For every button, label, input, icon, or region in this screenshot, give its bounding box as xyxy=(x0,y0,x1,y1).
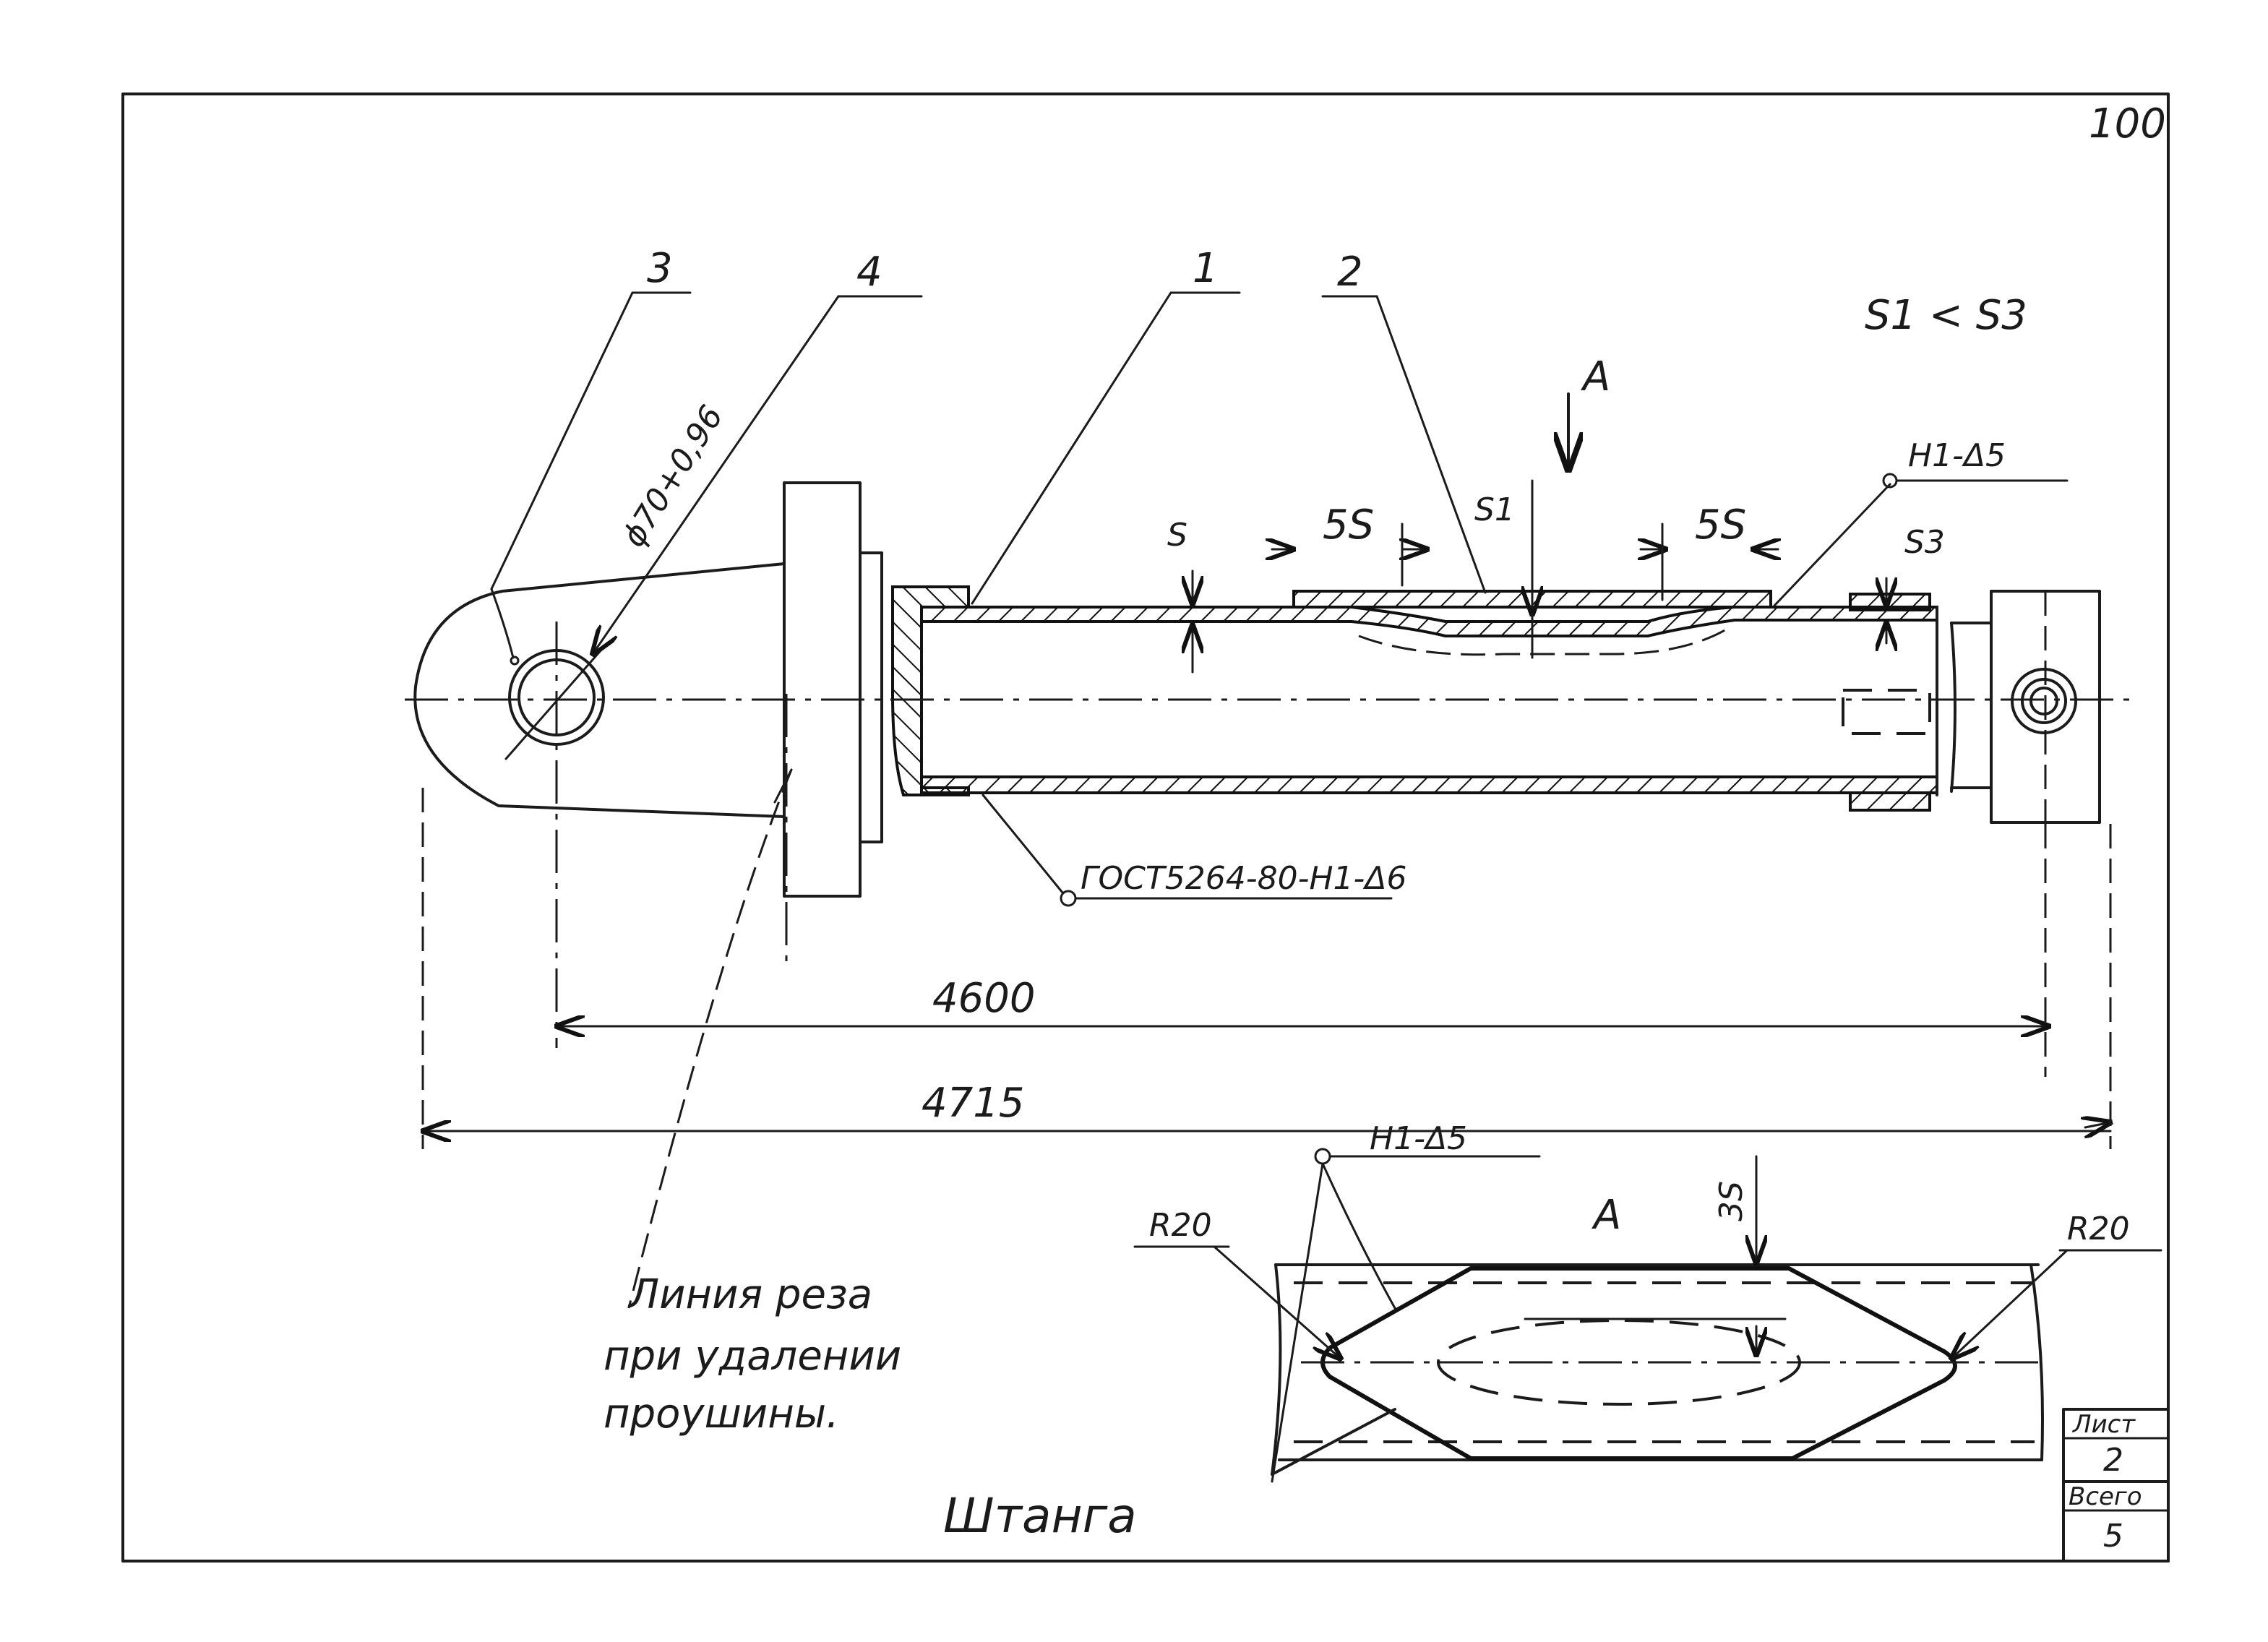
note-line-1: Линия реза xyxy=(627,1271,872,1318)
weld-bottom-callout: ГОСТ5264-80-Н1-Δ6 xyxy=(981,794,1407,907)
dim-4715: 4715 xyxy=(423,788,2110,1149)
sheet-value: 2 xyxy=(2103,1442,2123,1479)
callout-1-label: 1 xyxy=(1193,245,1219,292)
note-line-2: при удалении xyxy=(603,1333,901,1380)
pipe-bottom-wall xyxy=(920,775,1938,794)
dim-4600: 4600 xyxy=(557,824,2049,1077)
rod-end-bore xyxy=(2011,668,2077,734)
title-block: Лист 2 Всего 5 xyxy=(2062,1408,2170,1563)
total-value: 5 xyxy=(2103,1518,2123,1555)
bottom-collar xyxy=(1849,791,1931,812)
dim-4715-label: 4715 xyxy=(922,1080,1025,1127)
end-cap xyxy=(891,585,970,796)
condition-note: S1 < S3 xyxy=(1865,292,2027,339)
pipe-top-wall xyxy=(920,606,1938,637)
radius-left: R20 xyxy=(1133,1207,1341,1359)
callout-1: 1 xyxy=(971,245,1241,605)
total-label: Всего xyxy=(2069,1482,2142,1511)
dim-thickness-s: S xyxy=(1167,517,1193,674)
dim-thickness-s1-label: S1 xyxy=(1474,491,1515,528)
note-line-3: проушины. xyxy=(603,1390,839,1437)
weld-top-callout: Н1-Δ5 xyxy=(1773,437,2069,607)
weld-detail-callout: Н1-Δ5 xyxy=(1271,1120,1541,1483)
dim-overlap-left: 5S xyxy=(1272,502,1427,587)
flange xyxy=(783,481,862,898)
thinned-zone xyxy=(1358,627,1728,656)
dim-overlap-right-label: 5S xyxy=(1695,502,1746,549)
view-a-arrow: A xyxy=(1568,353,1610,470)
drawing-title: Штанга xyxy=(943,1488,1137,1544)
radius-right: R20 xyxy=(1951,1211,2162,1359)
callout-3: 3 xyxy=(490,245,692,666)
weld-top-label: Н1-Δ5 xyxy=(1908,437,2006,474)
dim-detail-3s-label: 3S xyxy=(1713,1181,1750,1221)
view-a-label: A xyxy=(1581,353,1610,400)
dim-4600-label: 4600 xyxy=(932,975,1036,1022)
dim-thickness-s3-label: S3 xyxy=(1904,524,1945,561)
hole-diameter-label: ϕ70+0,96 xyxy=(615,399,731,553)
callout-3-label: 3 xyxy=(647,245,673,292)
callout-4: 4 xyxy=(593,249,923,654)
callout-2: 2 xyxy=(1321,249,1487,594)
dim-thickness-s-label: S xyxy=(1167,517,1187,554)
sheet-number: 100 xyxy=(2089,100,2166,147)
main-view xyxy=(405,481,2139,1048)
dim-detail-3s: 3S xyxy=(1713,1155,1756,1263)
eye-lug xyxy=(413,562,786,818)
sheet-label: Лист xyxy=(2071,1410,2136,1439)
top-collar xyxy=(1849,593,1931,611)
weld-detail-label: Н1-Δ5 xyxy=(1370,1120,1467,1157)
callout-4-label: 4 xyxy=(856,249,882,296)
weld-bottom-label: ГОСТ5264-80-Н1-Δ6 xyxy=(1081,860,1407,897)
cut-line-note: Линия реза при удалении проушины. xyxy=(603,1271,901,1437)
radius-right-label: R20 xyxy=(2067,1211,2130,1247)
radius-left-label: R20 xyxy=(1149,1207,1212,1244)
sheet-frame xyxy=(121,93,2170,1563)
dim-thickness-s1: S1 xyxy=(1474,479,1532,659)
dim-overlap-left-label: 5S xyxy=(1323,502,1374,549)
callout-2-label: 2 xyxy=(1337,249,1363,296)
detail-view-label: A xyxy=(1592,1192,1621,1239)
cut-line-leader xyxy=(627,768,793,1309)
dim-overlap-right: 5S xyxy=(1641,502,1778,601)
flange-step xyxy=(859,551,883,843)
dim-thickness-s3: S3 xyxy=(1886,524,1945,643)
